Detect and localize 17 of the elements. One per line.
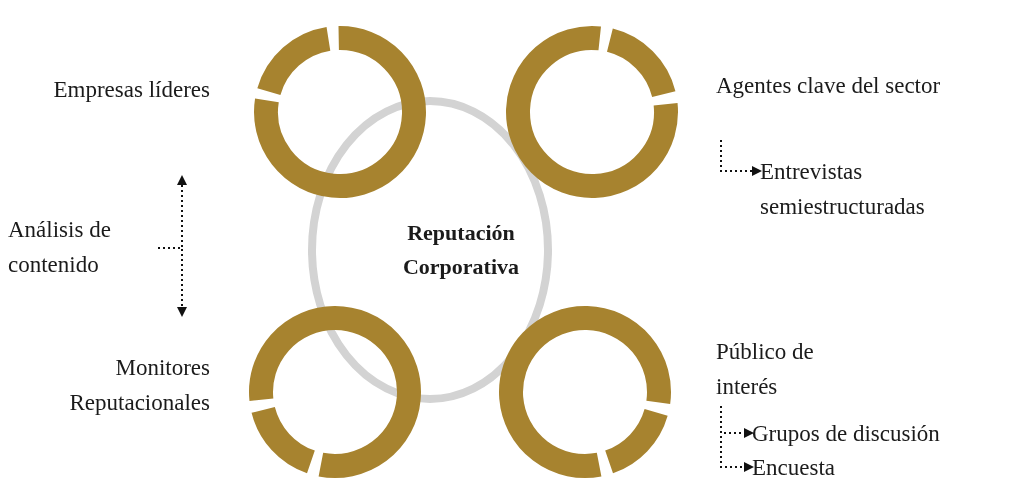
node-label: Público de interés	[716, 334, 866, 406]
dotted-arrow	[720, 405, 754, 472]
center-title: Reputación Corporativa	[401, 219, 521, 281]
node-label: Monitores Reputacionales	[30, 315, 210, 420]
node-label: Entrevistas semiestructuradas	[760, 154, 1005, 226]
node-label: Agentes clave del sector	[716, 68, 956, 140]
node-label: Grupos de discusión	[752, 416, 1007, 450]
dotted-arrow	[157, 247, 187, 317]
node-label: Empresas líderes	[50, 72, 210, 177]
ring-shape	[499, 306, 671, 478]
circle-outline	[308, 97, 552, 403]
node-label: Encuesta	[752, 450, 892, 484]
ring-shape	[506, 26, 678, 198]
ring-shape	[249, 306, 421, 478]
dotted-arrow	[720, 139, 762, 176]
ring-shape	[254, 26, 426, 198]
node-label: Análisis de contenido	[8, 212, 158, 284]
